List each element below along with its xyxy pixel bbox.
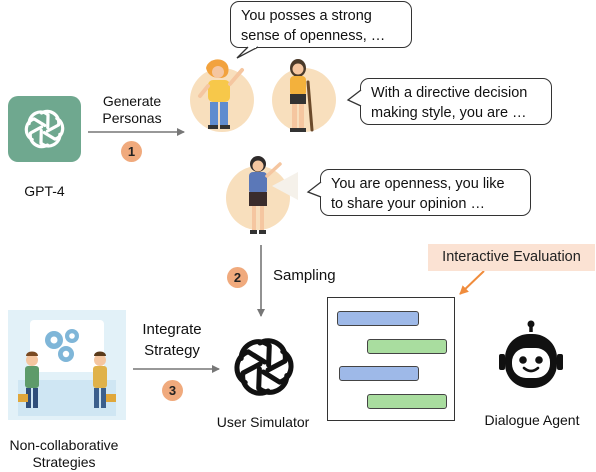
openai-icon bbox=[228, 331, 300, 403]
persona-bubble-3-line1: You are openness, you like bbox=[331, 176, 505, 192]
dialogue-message-user-1 bbox=[337, 311, 419, 326]
robot-icon bbox=[498, 320, 564, 396]
user-simulator-label: User Simulator bbox=[216, 414, 310, 430]
persona-bubble-1-line2: sense of openness, … bbox=[241, 28, 386, 44]
dialogue-message-agent-2 bbox=[367, 394, 447, 409]
user-simulator-logo bbox=[228, 331, 300, 403]
arrow-interactive-evaluation bbox=[459, 270, 485, 295]
step3-label-line2: Strategy bbox=[144, 342, 200, 359]
step3-badge: 3 bbox=[162, 380, 183, 401]
persona-bubble-2-line1: With a directive decision bbox=[371, 85, 528, 101]
strategies-label-line2: Strategies bbox=[32, 454, 96, 470]
dialogue-box bbox=[327, 297, 455, 421]
step1-label-line2: Personas bbox=[102, 110, 162, 126]
strategies-illustration bbox=[8, 310, 126, 420]
gpt4-logo bbox=[8, 96, 81, 162]
dialogue-message-agent-1 bbox=[367, 339, 447, 354]
persona-bubble-1-line1: You posses a strong bbox=[241, 8, 372, 24]
step2-label: Sampling bbox=[273, 267, 336, 284]
openai-icon bbox=[8, 96, 81, 162]
dialogue-agent-label: Dialogue Agent bbox=[484, 412, 580, 428]
persona-3-illustration bbox=[222, 150, 304, 240]
gpt4-label: GPT-4 bbox=[24, 183, 65, 199]
step1-badge: 1 bbox=[121, 141, 142, 162]
interactive-evaluation-tag: Interactive Evaluation bbox=[428, 244, 595, 271]
step2-badge: 2 bbox=[227, 267, 248, 288]
dialogue-message-user-2 bbox=[339, 366, 419, 381]
strategies-label-line1: Non-collaborative bbox=[9, 437, 119, 453]
persona-1-illustration bbox=[186, 56, 266, 136]
persona-bubble-2: With a directive decision making style, … bbox=[360, 78, 552, 125]
persona-bubble-1: You posses a strong sense of openness, … bbox=[230, 1, 412, 48]
step1-label-line1: Generate bbox=[102, 93, 162, 109]
persona-bubble-2-line2: making style, you are … bbox=[371, 105, 527, 121]
persona-bubble-3-line2: to share your opinion … bbox=[331, 196, 485, 212]
persona-bubble-3: You are openness, you like to share your… bbox=[320, 169, 531, 216]
step3-label-line1: Integrate bbox=[142, 321, 202, 338]
persona-2-illustration bbox=[268, 54, 340, 144]
